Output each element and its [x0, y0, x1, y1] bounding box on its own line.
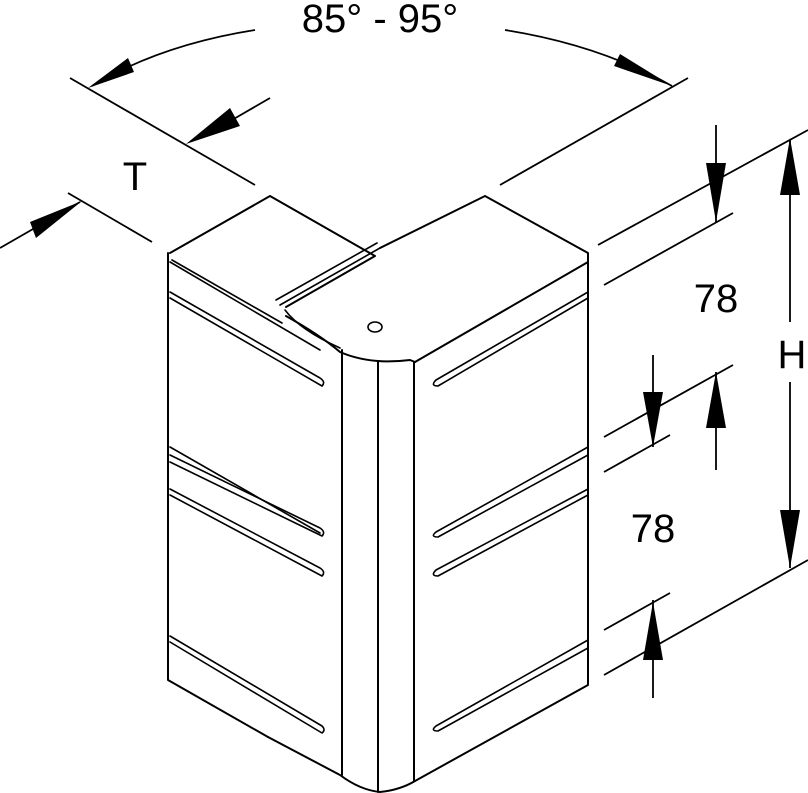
- arrow-lower-bottom-icon: [643, 602, 663, 660]
- angle-dimension: 85° - 95°: [69, 0, 689, 186]
- arrow-lower-top-icon: [706, 372, 726, 428]
- upper-section-label: 78: [694, 277, 739, 321]
- screw-icon: [367, 321, 383, 333]
- arrow-h-bottom-icon: [780, 510, 800, 568]
- height-dimensions: 78 78 H: [597, 125, 808, 698]
- corner-piece: [167, 195, 589, 793]
- arrow-h-top-icon: [780, 138, 800, 195]
- arrow-upper-top-icon: [706, 163, 726, 222]
- arrow-upper-bottom-icon: [643, 392, 663, 447]
- arrow-depth-lower-icon: [30, 201, 82, 238]
- depth-label: T: [123, 155, 147, 199]
- arrow-depth-upper-icon: [186, 108, 240, 144]
- arrow-left-icon: [88, 58, 134, 88]
- lower-section-label: 78: [631, 507, 676, 551]
- arrow-right-icon: [614, 54, 672, 86]
- height-label: H: [778, 333, 807, 377]
- depth-dimension: T: [0, 97, 271, 249]
- angle-label: 85° - 95°: [302, 0, 459, 41]
